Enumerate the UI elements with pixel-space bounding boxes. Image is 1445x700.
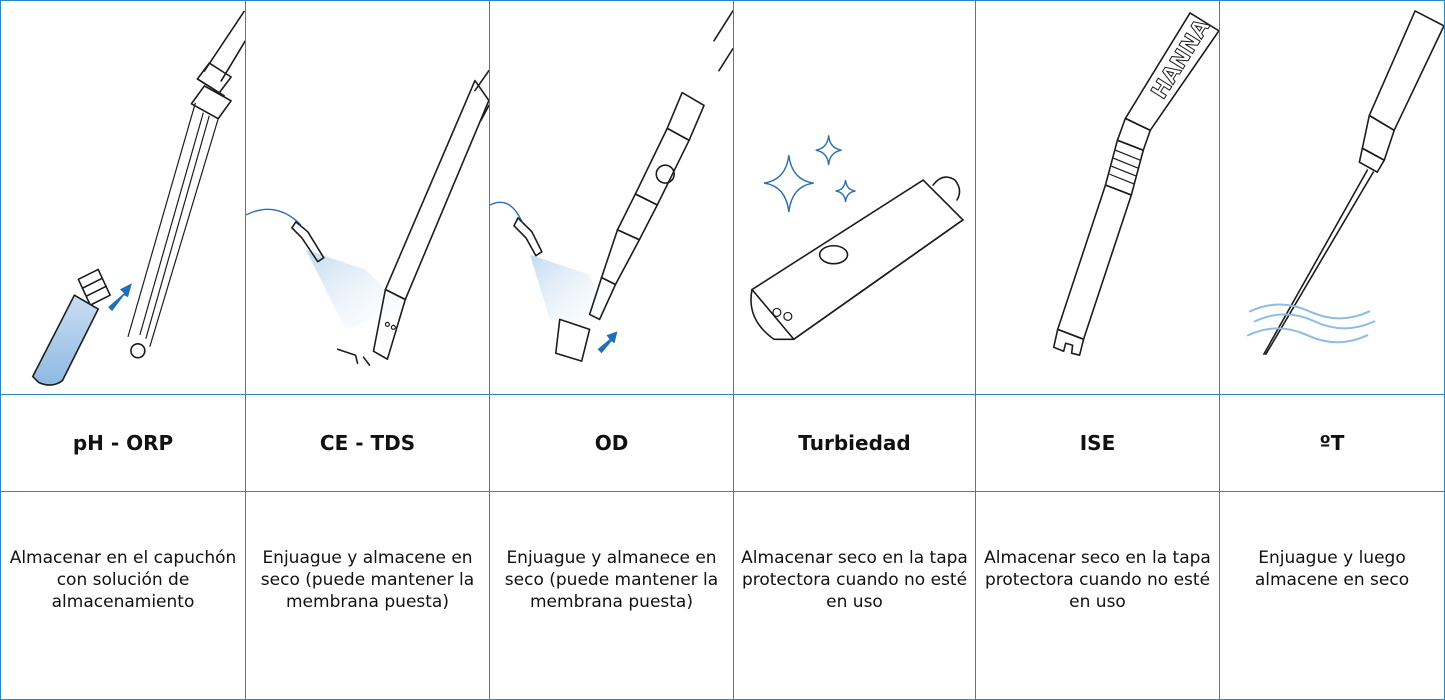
desc-ph-orp-text: Almacenar en el capuchón con solución de…: [9, 548, 237, 612]
temperature-probe-icon: [1246, 10, 1444, 355]
desc-temperatura: Enjuague y luego almacene en seco: [1220, 492, 1445, 700]
ph-electrode-cap-icon: [31, 10, 245, 386]
desc-ph-orp: Almacenar en el capuchón con solución de…: [0, 492, 246, 700]
desc-ce-tds-text: Enjuague y almacene en seco (puede mante…: [260, 548, 475, 612]
desc-temperatura-text: Enjuague y luego almacene en seco: [1254, 548, 1410, 590]
ise-illustration: HANNA: [976, 0, 1220, 395]
desc-od-text: Enjuague y almanece en seco (puede mante…: [504, 548, 719, 612]
desc-ise: Almacenar seco en la tapa protectora cua…: [976, 492, 1220, 700]
title-turbiedad: Turbiedad: [734, 395, 976, 492]
desc-ce-tds: Enjuague y almacene en seco (puede mante…: [246, 492, 490, 700]
title-od: OD: [490, 395, 734, 492]
title-ise: ISE: [976, 395, 1220, 492]
ce-tds-illustration: [246, 0, 490, 395]
title-ph-orp: pH - ORP: [0, 395, 246, 492]
desc-turbiedad-text: Almacenar seco en la tapa protectora cua…: [741, 548, 968, 612]
ph-orp-illustration: [0, 0, 246, 395]
turbidity-probe-clean-icon: [750, 135, 964, 341]
temperatura-illustration: [1220, 0, 1445, 395]
desc-turbiedad: Almacenar seco en la tapa protectora cua…: [734, 492, 976, 700]
desc-ise-text: Almacenar seco en la tapa protectora cua…: [984, 548, 1211, 612]
turbiedad-illustration: [734, 0, 976, 395]
do-probe-rinse-icon: [490, 10, 733, 362]
desc-od: Enjuague y almanece en seco (puede mante…: [490, 492, 734, 700]
ise-probe-icon: HANNA: [1052, 12, 1219, 356]
title-temperatura: ºT: [1220, 395, 1445, 492]
ec-probe-rinse-icon: [246, 69, 489, 366]
od-illustration: [490, 0, 734, 395]
title-ce-tds: CE - TDS: [246, 395, 490, 492]
